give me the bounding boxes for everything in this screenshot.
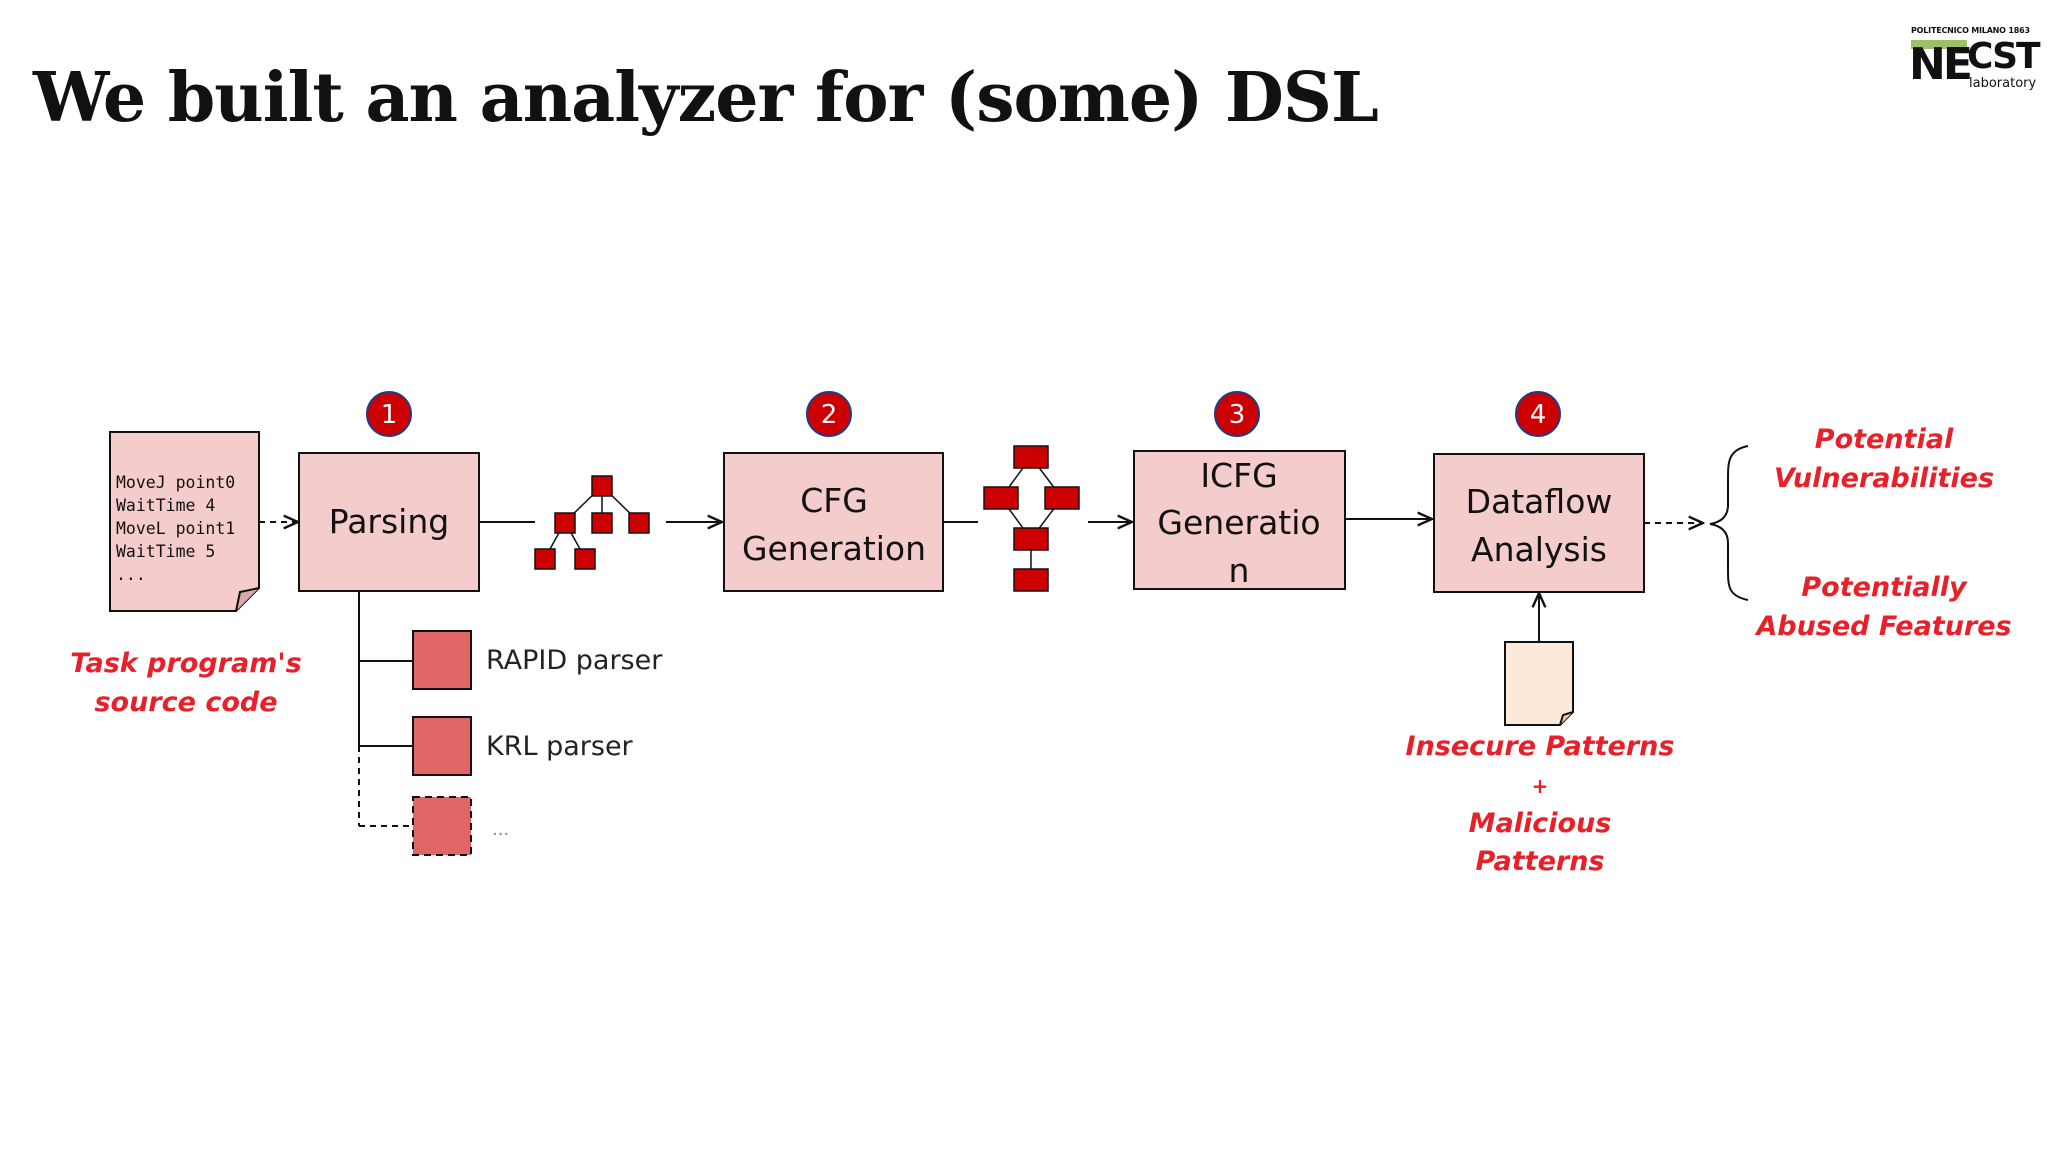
output-1-line-1: Vulnerabilities xyxy=(1774,463,1994,494)
logo-bar xyxy=(1911,40,1967,49)
logo-ne: NE xyxy=(1909,39,1973,90)
logo-laboratory: laboratory xyxy=(1969,76,2037,91)
rapid-parser-block xyxy=(412,630,472,690)
code-line-3: WaitTime 5 xyxy=(116,542,215,561)
patterns-caption-line-2: Malicious xyxy=(1469,808,1612,839)
patterns-caption-line-1: + xyxy=(1532,774,1549,798)
step-3-label-line-1: Generatio xyxy=(1157,503,1320,542)
step-1-label: Parsing xyxy=(329,502,449,541)
step-box-dataflow xyxy=(1433,453,1645,593)
code-line-4: ... xyxy=(116,565,146,584)
parser-tree-lines xyxy=(358,591,413,827)
patterns-caption-line-0: Insecure Patterns xyxy=(1406,731,1675,762)
output-2-line-0: Potentially xyxy=(1801,572,1968,603)
step-box-cfg xyxy=(723,452,944,592)
step-2-label-line-1: Generation xyxy=(742,529,926,568)
step-2-label-line-0: CFG xyxy=(800,481,868,520)
step-badge-2: 2 xyxy=(806,391,852,437)
rapid-parser-label: RAPID parser xyxy=(486,645,663,676)
svg-text:1: 1 xyxy=(381,400,398,430)
krl-parser-block xyxy=(412,716,472,776)
krl-parser-label: KRL parser xyxy=(486,731,634,762)
code-line-0: MoveJ point0 xyxy=(116,473,235,492)
logo-university: POLITECNICO MILANO 1863 xyxy=(1911,26,2030,35)
other-parser-block xyxy=(412,796,472,856)
ast-tree-icon xyxy=(534,475,650,570)
svg-text:3: 3 xyxy=(1229,400,1246,430)
other-parser-label: ... xyxy=(492,819,509,840)
source-code-document: MoveJ point0 WaitTime 4 MoveL point1 Wai… xyxy=(109,431,260,612)
patterns-caption-line-3: Patterns xyxy=(1475,846,1604,877)
source-caption-line-1: source code xyxy=(94,687,277,718)
svg-text:2: 2 xyxy=(821,400,838,430)
step-4-label-line-1: Analysis xyxy=(1471,530,1607,569)
source-caption-line-0: Task program's xyxy=(70,648,301,679)
step-3-label-line-2: n xyxy=(1229,551,1250,590)
step-4-label-line-0: Dataflow xyxy=(1466,482,1613,521)
code-line-2: MoveL point1 xyxy=(116,519,235,538)
patterns-document xyxy=(1504,641,1574,726)
slide-title: We built an analyzer for (some) DSL xyxy=(33,58,1379,138)
step-3-label-line-0: ICFG xyxy=(1200,456,1277,495)
svg-text:4: 4 xyxy=(1530,400,1547,430)
step-box-parsing xyxy=(298,452,480,592)
output-1-line-0: Potential xyxy=(1815,424,1954,455)
output-brace xyxy=(1709,445,1749,601)
code-line-1: WaitTime 4 xyxy=(116,496,215,515)
necst-logo: POLITECNICO MILANO 1863 NE CST laborator… xyxy=(1905,26,2041,92)
cfg-graph-icon xyxy=(983,445,1080,592)
step-badge-1: 1 xyxy=(366,391,412,437)
output-2-line-1: Abused Features xyxy=(1754,611,2011,642)
step-box-icfg xyxy=(1133,450,1346,590)
logo-cst: CST xyxy=(1967,36,2041,77)
step-badge-4: 4 xyxy=(1515,391,1561,437)
step-badge-3: 3 xyxy=(1214,391,1260,437)
